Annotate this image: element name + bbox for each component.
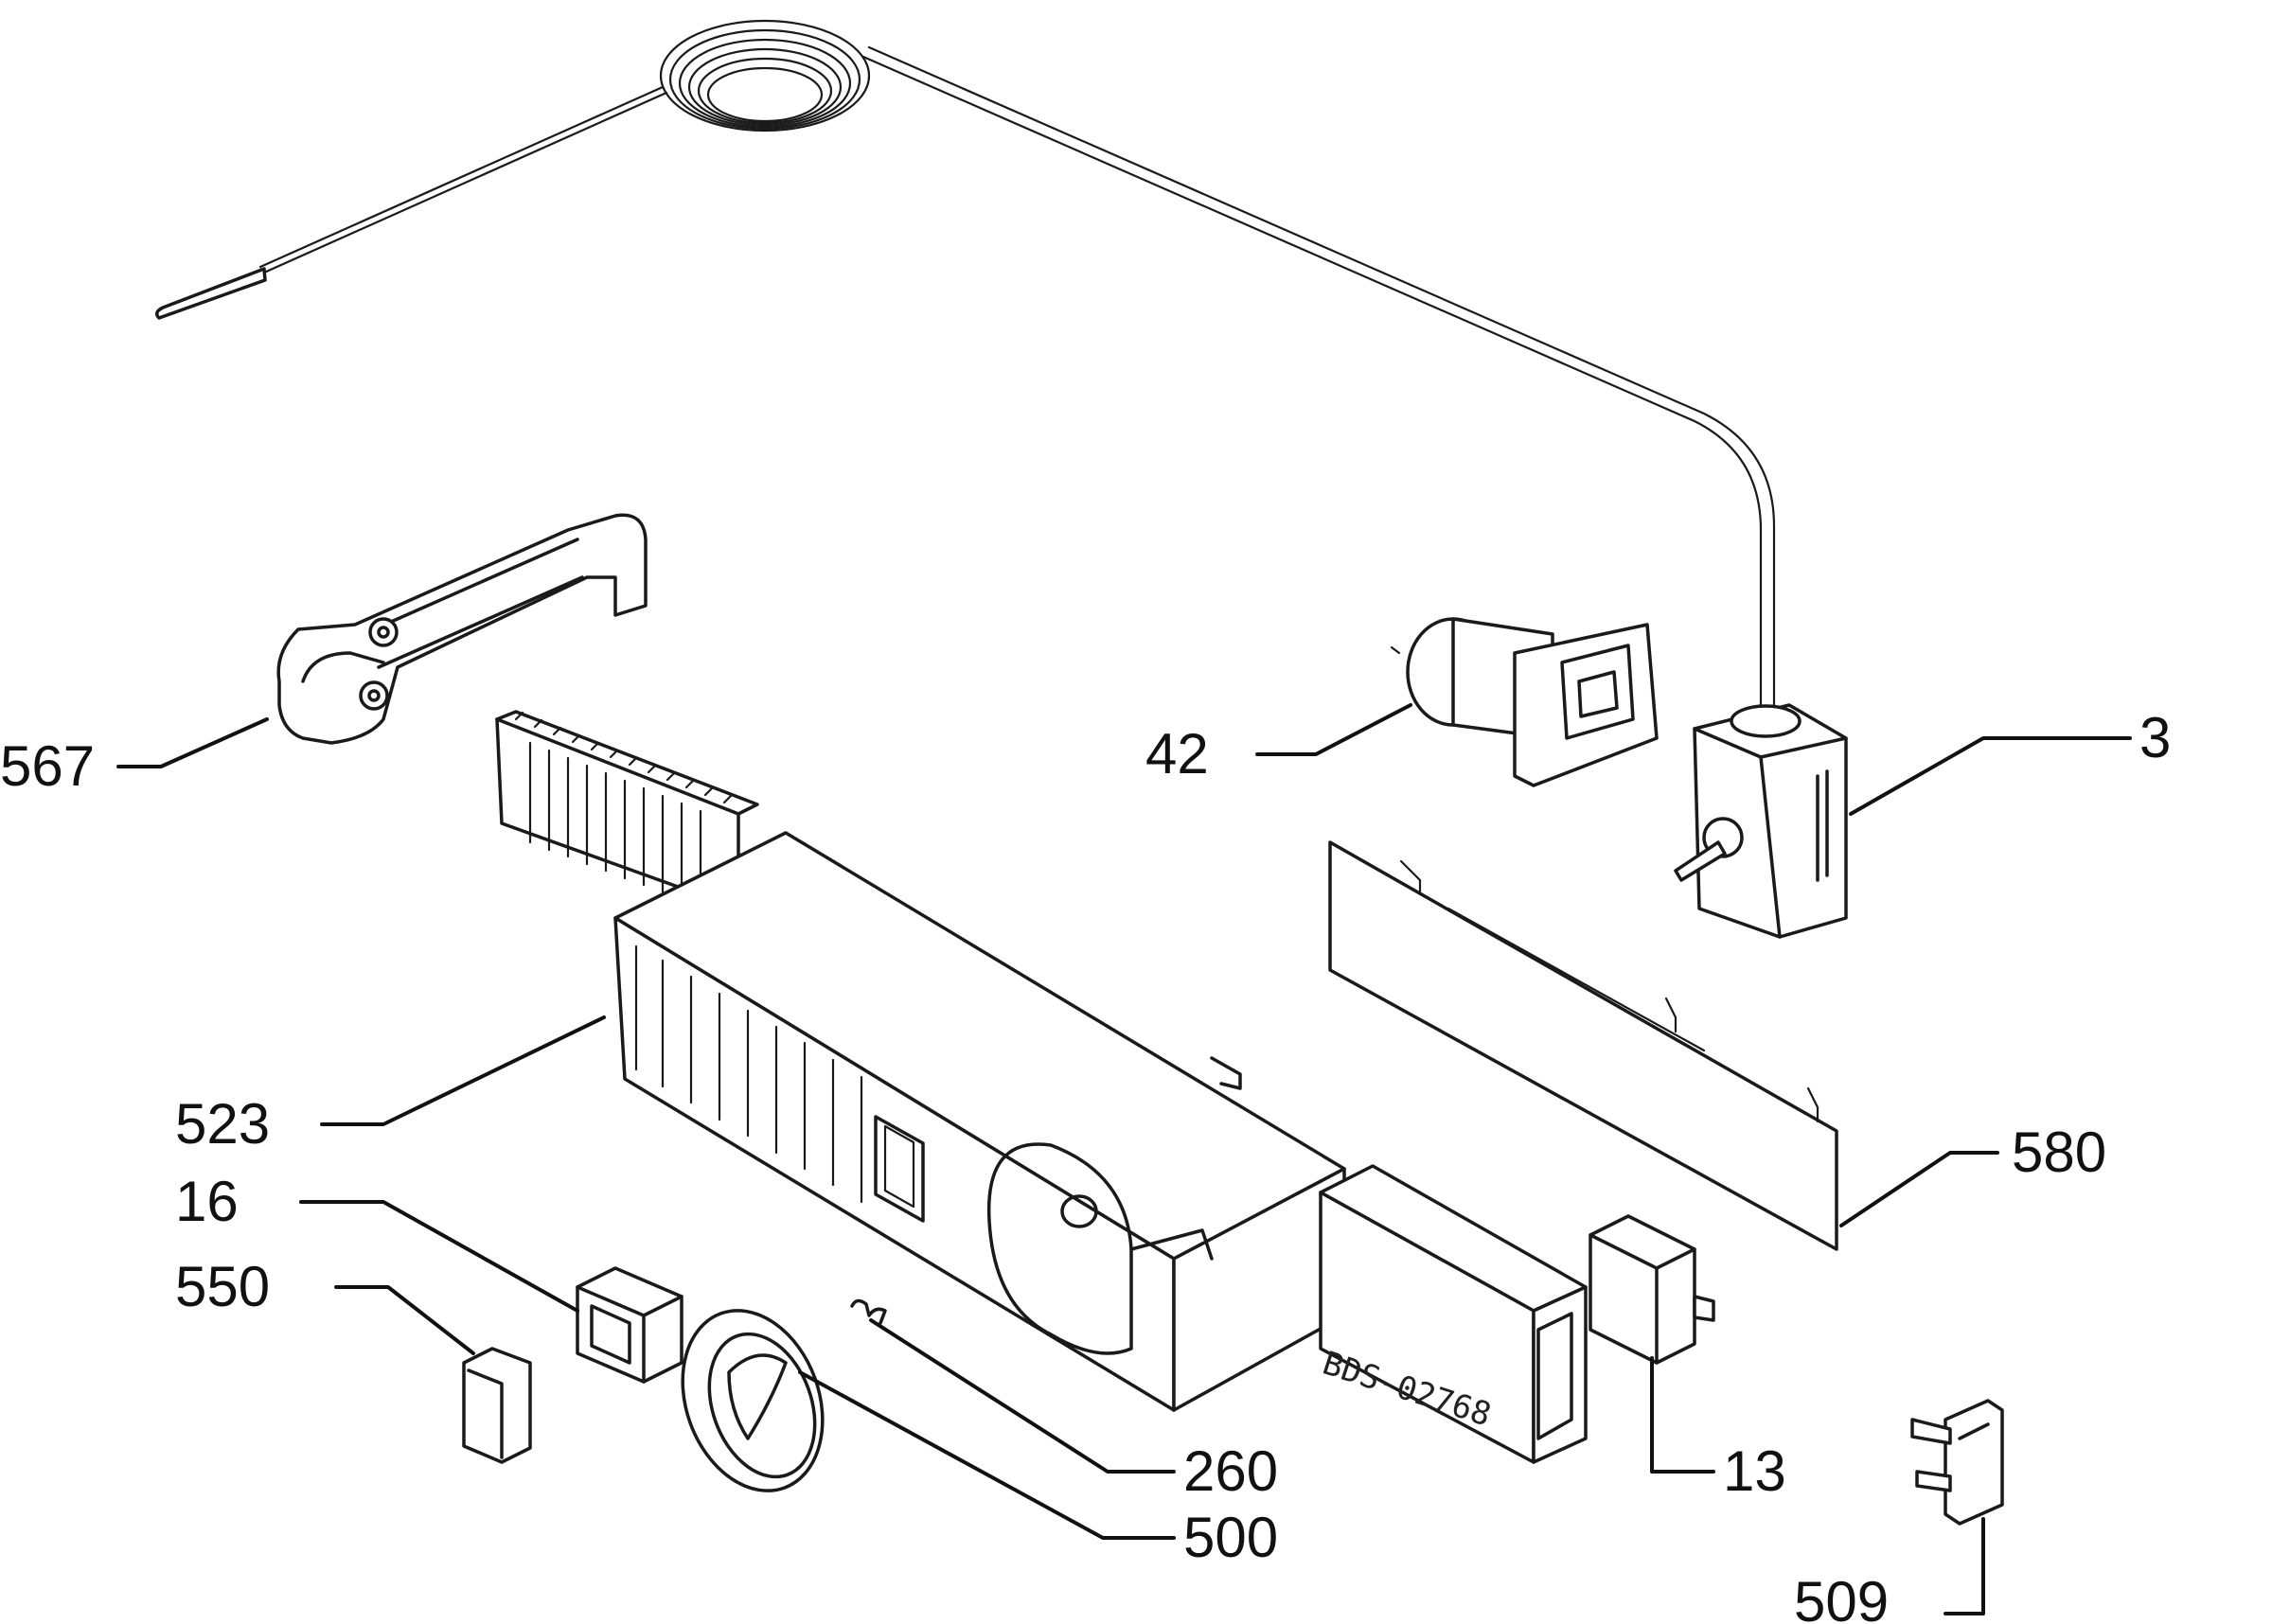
leader-lines (116, 703, 2132, 1615)
control-housing (613, 831, 1346, 1412)
callout-567: 567 (0, 734, 95, 798)
callout-580: 580 (2012, 1121, 2106, 1184)
callout-500: 500 (1183, 1506, 1278, 1569)
spring-clip-260 (850, 1298, 887, 1325)
bracket-arm-567 (276, 513, 648, 745)
capillary-coil (659, 19, 871, 132)
knob-500 (681, 1309, 825, 1492)
lamp-holder-42 (1390, 617, 1659, 787)
sensor-bulb (155, 267, 267, 320)
ribbed-frame (495, 710, 759, 910)
lamp-switch-13 (1589, 1214, 1715, 1365)
callout-16: 16 (175, 1170, 239, 1233)
callout-523: 523 (175, 1092, 270, 1156)
thermostat-3 (1674, 703, 1848, 939)
callout-260: 260 (1183, 1439, 1278, 1503)
rocker-switch-16 (576, 1266, 683, 1384)
electronic-module: BDS-02768 (1318, 1164, 1588, 1464)
indicator-lens-550 (462, 1347, 532, 1464)
callout-509: 509 (1794, 1570, 1889, 1624)
callout-550: 550 (175, 1255, 270, 1318)
circuit-panel-580 (1328, 840, 1838, 1251)
callout-3: 3 (2139, 706, 2171, 769)
capillary-tube (155, 19, 1776, 714)
callout-42: 42 (1145, 722, 1209, 786)
callout-labels: 567 42 3 523 16 550 580 260 500 13 509 (0, 706, 2171, 1624)
hinge-509 (1910, 1399, 2004, 1526)
callout-13: 13 (1723, 1439, 1786, 1503)
